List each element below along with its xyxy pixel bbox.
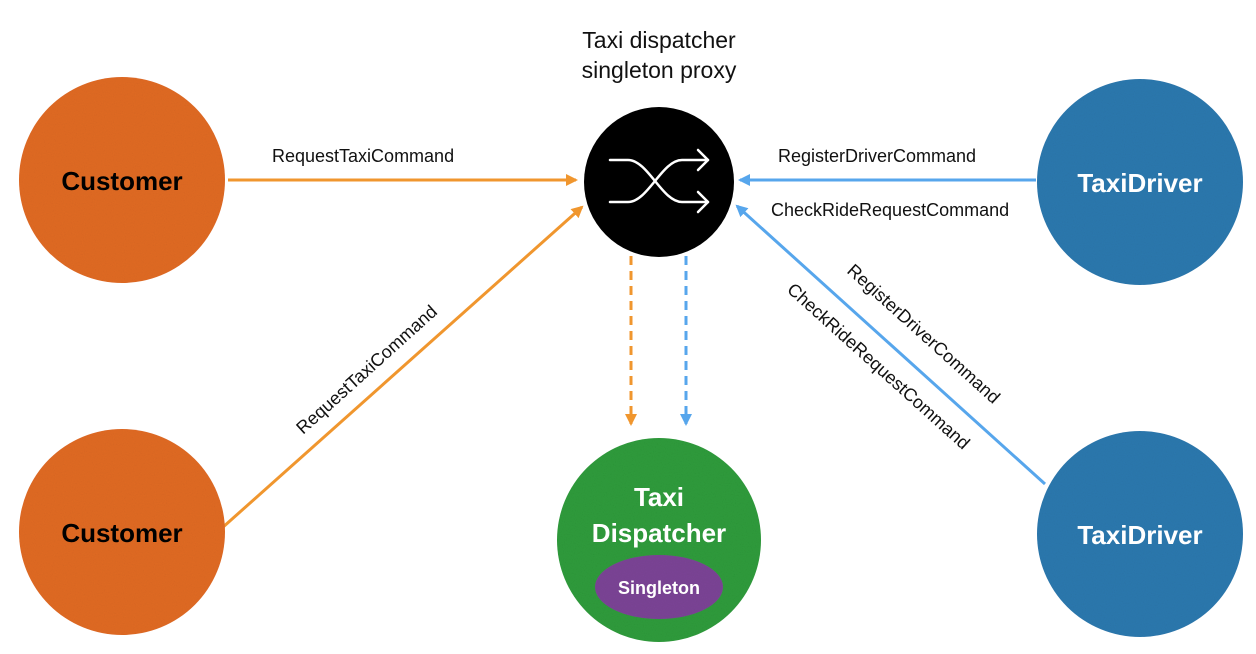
taxi-dispatcher-node: Taxi Dispatcher Singleton bbox=[557, 438, 761, 642]
proxy-title-line2: singleton proxy bbox=[582, 57, 737, 83]
edge-driver-bottom-to-proxy bbox=[735, 204, 1047, 486]
edge-label-driver-top-check: CheckRideRequestCommand bbox=[771, 200, 1009, 220]
singleton-badge bbox=[595, 555, 723, 619]
taxidriver-node-bottom: TaxiDriver bbox=[1037, 431, 1243, 637]
edge-label-driver-bottom-register: RegisterDriverCommand bbox=[843, 260, 1004, 407]
customer-node-bottom: Customer bbox=[19, 429, 225, 635]
edge-label-customer-bottom: RequestTaxiCommand bbox=[292, 301, 441, 438]
proxy-node bbox=[584, 107, 734, 257]
shuffle-icon bbox=[608, 148, 710, 214]
taxidriver-bottom-label: TaxiDriver bbox=[1077, 520, 1202, 550]
customer-bottom-label: Customer bbox=[61, 518, 182, 548]
taxidriver-node-top: TaxiDriver bbox=[1037, 79, 1243, 285]
customer-top-label: Customer bbox=[61, 166, 182, 196]
dispatcher-label-line2: Dispatcher bbox=[592, 518, 726, 548]
edge-label-driver-top-register: RegisterDriverCommand bbox=[778, 146, 976, 166]
taxidriver-top-label: TaxiDriver bbox=[1077, 168, 1202, 198]
edge-label-customer-top: RequestTaxiCommand bbox=[272, 146, 454, 166]
dispatcher-label-line1: Taxi bbox=[634, 482, 684, 512]
proxy-title-line1: Taxi dispatcher bbox=[582, 27, 736, 53]
edge-customer-bottom-to-proxy bbox=[221, 205, 584, 530]
customer-node-top: Customer bbox=[19, 77, 225, 283]
singleton-label: Singleton bbox=[618, 578, 700, 598]
